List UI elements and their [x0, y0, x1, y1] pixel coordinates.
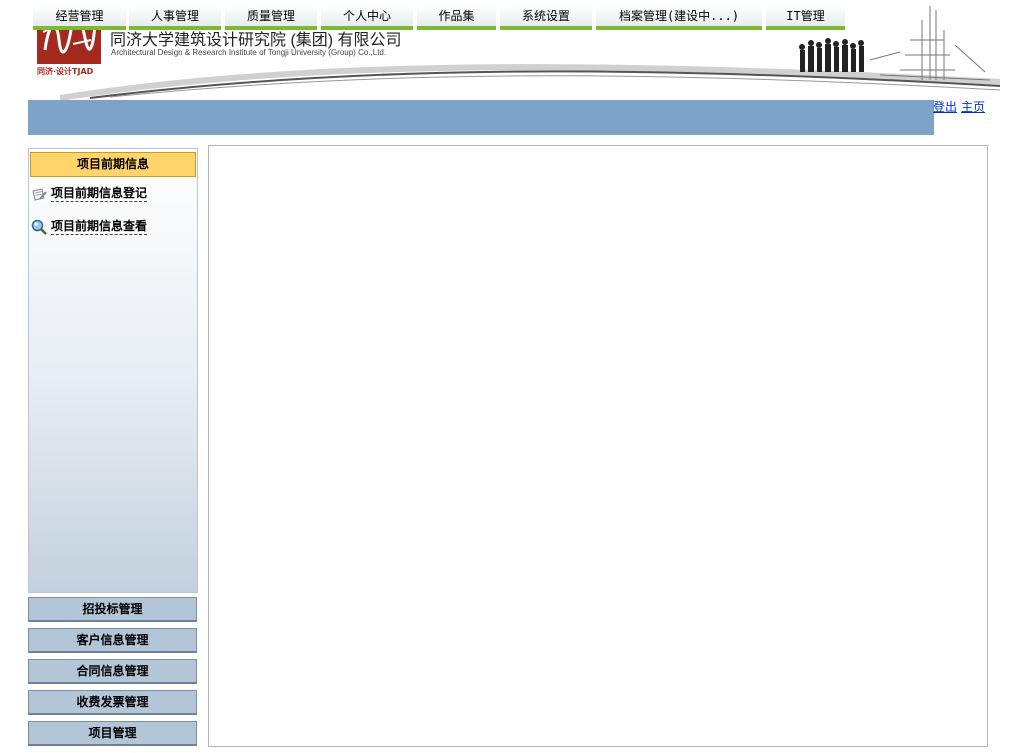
- search-icon: [31, 219, 47, 235]
- tab-portfolio[interactable]: 作品集: [417, 5, 496, 30]
- sidebar-link-label: 项目前期信息登记: [51, 186, 148, 202]
- tab-quality-management[interactable]: 质量管理: [225, 5, 317, 30]
- sidebar-section-contract[interactable]: 合同信息管理: [28, 659, 197, 684]
- tab-business-management[interactable]: 经营管理: [33, 5, 126, 30]
- sidebar-section-bidding[interactable]: 招投标管理: [28, 597, 197, 622]
- sidebar-section-invoice[interactable]: 收费发票管理: [28, 690, 197, 715]
- tab-system-settings[interactable]: 系统设置: [500, 5, 592, 30]
- header-decoration-art: [59, 6, 1001, 100]
- tab-it-management[interactable]: IT管理: [766, 5, 845, 30]
- sidebar-active-panel: 项目前期信息 项目前期信息登记 项目前期信息查看: [28, 148, 198, 593]
- top-links: 登出主页: [933, 98, 989, 115]
- tab-personal-center[interactable]: 个人中心: [321, 5, 413, 30]
- logout-link[interactable]: 登出: [933, 100, 958, 114]
- sidebar-link-view[interactable]: 项目前期信息查看: [31, 217, 148, 235]
- organization-name-english: Architectural Design & Research Institut…: [111, 48, 387, 57]
- logo-subtitle: 同济·设计TJAD: [37, 67, 94, 76]
- main-nav-bar: [28, 100, 934, 135]
- sidebar-link-register[interactable]: 项目前期信息登记: [31, 184, 148, 202]
- organization-name: 同济大学建筑设计研究院 (集团) 有限公司: [110, 32, 402, 49]
- sidebar-link-label: 项目前期信息查看: [51, 219, 148, 235]
- sidebar-section-project-preliminary[interactable]: 项目前期信息: [30, 152, 196, 177]
- sidebar-section-customer[interactable]: 客户信息管理: [28, 628, 197, 653]
- tab-archive-management[interactable]: 档案管理(建设中...): [596, 5, 762, 30]
- edit-doc-icon: [31, 186, 47, 202]
- main-content-frame[interactable]: [208, 145, 988, 747]
- home-link[interactable]: 主页: [961, 100, 986, 114]
- sidebar: 项目前期信息 项目前期信息登记 项目前期信息查看 招投标管理: [28, 148, 198, 748]
- sidebar-section-project[interactable]: 项目管理: [28, 721, 197, 746]
- tab-hr-management[interactable]: 人事管理: [129, 5, 221, 30]
